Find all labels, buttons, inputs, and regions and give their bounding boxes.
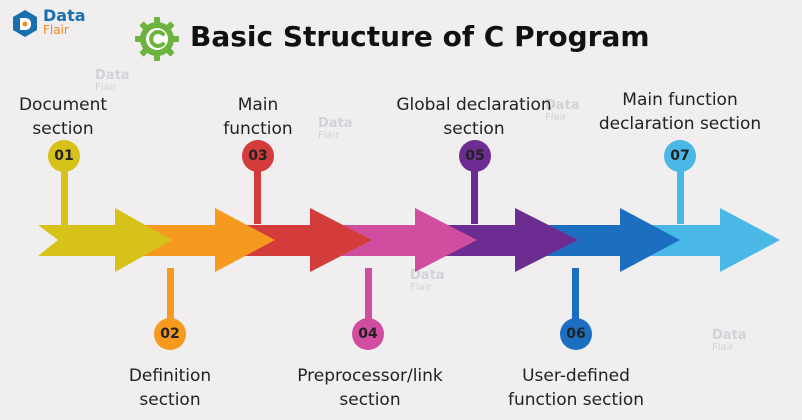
c-language-gear-icon <box>135 17 179 61</box>
step-label-06-line2: function section <box>507 390 645 410</box>
step-label-02: Definition section <box>70 364 270 412</box>
arrow-03 <box>235 208 372 272</box>
step-badge-01 <box>48 140 80 172</box>
connector-line-07 <box>677 160 684 224</box>
step-label-01: Document section <box>0 93 163 141</box>
arrow-04 <box>335 208 477 272</box>
step-number-03: 03 <box>248 148 268 164</box>
step-badge-05 <box>459 140 491 172</box>
step-label-06-line1: User-defined <box>522 366 630 386</box>
step-label-06: User-defined function section <box>476 364 676 412</box>
step-badge-02 <box>154 318 186 350</box>
step-badge-03 <box>242 140 274 172</box>
step-number-07: 07 <box>670 148 690 164</box>
step-badge-06 <box>560 318 592 350</box>
step-label-05-line1: Global declaration <box>396 95 552 115</box>
step-label-07-line2: declaration section <box>598 114 762 134</box>
step-label-04-line1: Preprocessor/link <box>297 366 443 386</box>
connector-line-03 <box>254 160 261 224</box>
step-number-01: 01 <box>54 148 74 164</box>
connector-line-04 <box>365 268 372 323</box>
connector-line-05 <box>471 160 478 224</box>
step-label-03-line2: function <box>223 119 293 139</box>
step-number-05: 05 <box>465 148 485 164</box>
step-label-05: Global declaration section <box>374 93 574 141</box>
logo-sub-text: Flair <box>43 23 69 37</box>
step-label-07: Main function declaration section <box>580 88 780 136</box>
logo-icon <box>13 10 37 37</box>
step-label-05-line2: section <box>443 119 505 139</box>
step-label-01-line2: section <box>32 119 94 139</box>
arrow-06 <box>545 208 680 272</box>
step-label-03: Main function <box>158 93 358 141</box>
step-label-04: Preprocessor/link section <box>270 364 470 412</box>
brand-logo: Data Flair <box>10 4 90 44</box>
arrow-02 <box>135 208 275 272</box>
connector-line-01 <box>61 165 68 225</box>
step-label-02-line2: section <box>139 390 201 410</box>
step-number-04: 04 <box>358 326 378 342</box>
page-title: Basic Structure of C Program <box>190 20 650 53</box>
step-badge-07 <box>664 140 696 172</box>
arrow-01 <box>38 208 172 272</box>
step-label-02-line1: Definition <box>128 366 212 386</box>
arrow-07 <box>650 208 780 272</box>
step-number-02: 02 <box>160 326 180 342</box>
arrow-05 <box>440 208 578 272</box>
step-label-04-line2: section <box>339 390 401 410</box>
step-label-01-line1: Document <box>18 95 108 115</box>
step-badge-04 <box>352 318 384 350</box>
step-label-07-line1: Main function <box>622 90 738 110</box>
connector-line-06 <box>572 268 579 323</box>
step-label-03-line1: Main <box>237 95 279 115</box>
connector-line-02 <box>167 268 174 323</box>
step-number-06: 06 <box>566 326 586 342</box>
logo-brand-text: Data <box>43 6 86 25</box>
